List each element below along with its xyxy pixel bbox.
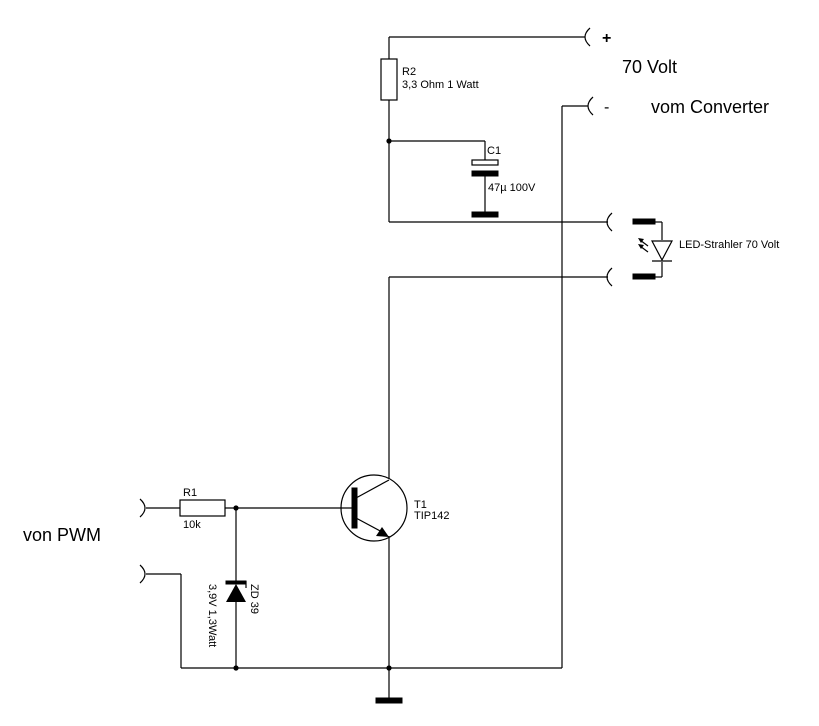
zd-ref-label: ZD 39 [248,584,260,614]
terminal-plus [584,27,591,47]
junction-ground-zener [233,665,239,671]
transistor-t1-emitter-arrow [376,527,389,537]
led-label: LED-Strahler 70 Volt [679,239,779,251]
r1-ref-label: R1 [183,487,197,499]
t1-value-label: TIP142 [414,510,449,522]
zener-diode [226,584,246,602]
led-light-arrows-icon [638,238,649,253]
led-pin-top [632,218,656,225]
plus-label: + [602,30,611,47]
resistor-r1 [179,499,226,517]
r1-value-label: 10k [183,519,201,531]
converter-label: vom Converter [651,97,769,117]
t1-ref-label: T1 [414,499,427,511]
terminal-pwm-bottom [139,564,146,584]
r2-ref-label: R2 [402,66,416,78]
terminal-minus [587,96,594,116]
voltage-label: 70 Volt [622,57,677,77]
resistor-r2 [380,58,398,101]
pwm-label: von PWM [23,525,101,545]
c1-value-label: 47µ 100V [488,182,536,194]
c1-ref-label: C1 [487,145,501,157]
ground-main [375,697,403,704]
transistor-t1-emitter-lead [355,517,385,534]
transistor-t1-collector-lead [355,479,390,499]
zd-value-label: 3,9V 1,3Watt [206,584,218,647]
transistor-t1-base-bar [351,487,358,529]
minus-label: - [604,99,609,116]
zener-cathode-bar [225,580,247,585]
led-diode [651,240,673,262]
capacitor-c1-negative-plate [471,170,499,177]
capacitor-c1-positive-plate [471,159,499,166]
led-pin-bottom [632,273,656,280]
terminal-pwm-top [139,498,146,518]
r2-value-label: 3,3 Ohm 1 Watt [402,79,479,91]
ground-c1 [471,211,499,218]
